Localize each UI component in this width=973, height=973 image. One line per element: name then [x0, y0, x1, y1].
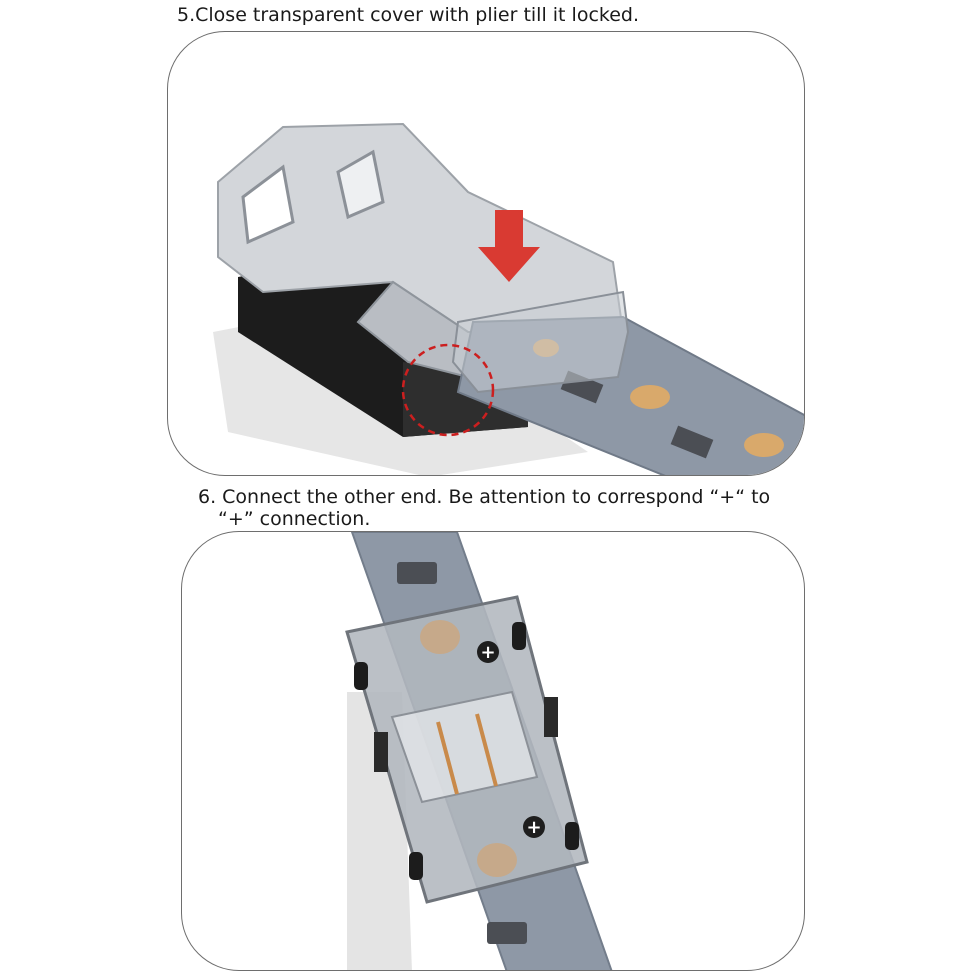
housing-clip: [512, 622, 526, 650]
step-5-illustration-panel: [167, 31, 805, 476]
connector-center-window: [390, 690, 539, 804]
plus-polarity-icon: +: [477, 641, 499, 663]
housing-clip: [409, 852, 423, 880]
housing-side-latch: [374, 732, 388, 772]
contact-pin: [436, 721, 459, 795]
lock-detail-dashed-circle: [401, 343, 495, 437]
housing-clip: [354, 662, 368, 690]
led-pad: [630, 385, 670, 409]
connector-closing-illustration: [213, 122, 804, 475]
connector-connected-illustration: + +: [345, 532, 613, 970]
led-pad: [477, 843, 517, 877]
plus-polarity-mark: +: [480, 642, 495, 663]
strip-chip: [487, 922, 527, 944]
cover-window-left: [241, 164, 295, 245]
cover-lock-frame: [451, 290, 630, 394]
contact-pin: [475, 713, 498, 787]
cover-window-right: [336, 149, 385, 220]
led-pad: [744, 433, 784, 457]
led-pad: [420, 620, 460, 654]
strip-chip: [397, 562, 437, 584]
press-down-arrow-icon: [478, 210, 540, 282]
step-5-caption: 5.Close transparent cover with plier til…: [177, 4, 640, 26]
step-6-caption-line-2: “+” connection.: [218, 508, 371, 530]
housing-side-latch: [544, 697, 558, 737]
step-6-illustration-panel: + +: [181, 531, 805, 971]
plus-polarity-mark: +: [526, 817, 541, 838]
step-6-caption-line-1: 6. Connect the other end. Be attention t…: [198, 486, 771, 508]
plus-polarity-icon: +: [523, 816, 545, 838]
strip-chip: [670, 425, 714, 459]
housing-clip: [565, 822, 579, 850]
